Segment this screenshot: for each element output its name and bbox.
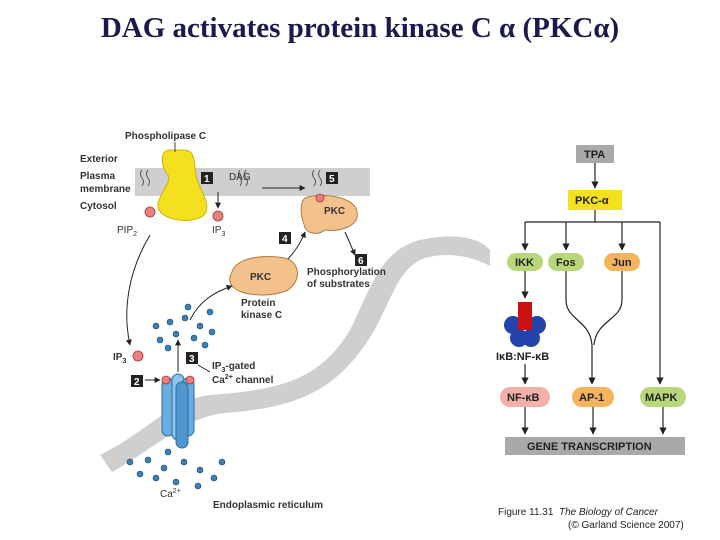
pkc-membrane-label: PKC xyxy=(324,206,345,217)
pkc-at-membrane xyxy=(300,194,358,234)
dag-label: DAG xyxy=(229,172,251,183)
fos-label: Fos xyxy=(556,257,576,269)
right-pathway: TPA PKC-α IKK Fos Jun IκB:NF-κB xyxy=(496,145,686,455)
ap1-box xyxy=(572,387,614,407)
page-title: DAG activates protein kinase C α (PKCα) xyxy=(100,12,620,44)
pkc-cytosolic xyxy=(229,256,298,296)
cytosol-label: Cytosol xyxy=(80,201,117,212)
gene-transcription-box xyxy=(505,437,685,455)
tpa-label: TPA xyxy=(584,149,605,161)
ca-channel-label: Ca2+ channel xyxy=(212,374,274,386)
step-4-box xyxy=(279,232,291,244)
pkc-cytosol-label: PKC xyxy=(250,272,271,283)
nfkb-box xyxy=(500,387,550,407)
book-title: The Biology of Cancer xyxy=(558,507,658,518)
gene-transcription-label: GENE TRANSCRIPTION xyxy=(527,441,652,453)
membrane-label: membrane xyxy=(80,184,131,195)
phospholipase-c-label: Phospholipase C xyxy=(125,131,206,142)
phospholipase-c-enzyme xyxy=(157,149,208,221)
ip3-gated-label: IP3-gated xyxy=(212,361,255,374)
ip3-label-top: IP3 xyxy=(212,225,225,238)
ip3-label-mid: IP3 xyxy=(113,352,126,365)
ip3-molecule-top xyxy=(212,210,224,222)
jun-box xyxy=(604,253,640,271)
calcium-ions xyxy=(126,303,226,490)
plasma-label: Plasma xyxy=(80,171,115,182)
exterior-label: Exterior xyxy=(80,154,118,165)
step-2-number: 2 xyxy=(134,377,140,388)
jun-label: Jun xyxy=(612,257,632,269)
ip3-bound-1 xyxy=(161,375,171,385)
step-1-number: 1 xyxy=(204,174,210,185)
ip3-gated-channel xyxy=(161,373,195,449)
mapk-box xyxy=(640,387,686,407)
step-1-box xyxy=(201,172,213,184)
pkc-alpha-label: PKC-α xyxy=(575,195,609,207)
step-2-box xyxy=(131,375,143,387)
er-membrane xyxy=(100,236,490,472)
step-4-number: 4 xyxy=(282,234,288,245)
lipid-tails xyxy=(140,169,322,187)
fos-box xyxy=(548,253,584,271)
mapk-label: MAPK xyxy=(645,392,677,404)
er-label: Endoplasmic reticulum xyxy=(213,500,323,511)
pip2-label: PIP2 xyxy=(117,225,137,238)
figure-caption: Figure 11.31 The Biology of Cancer (© Ga… xyxy=(498,506,684,532)
ap1-label: AP-1 xyxy=(579,392,604,404)
tpa-box xyxy=(576,145,614,163)
of-substrates-label: of substrates xyxy=(307,279,370,290)
pkc-alpha-box xyxy=(568,190,622,210)
publisher: (© Garland Science 2007) xyxy=(568,520,684,531)
step-5-number: 5 xyxy=(329,174,335,185)
step-3-box xyxy=(186,352,198,364)
ca-label-bottom: Ca2+ xyxy=(160,488,181,500)
ikb-nfkb-label: IκB:NF-κB xyxy=(496,351,549,363)
ip3-bound-2 xyxy=(185,375,195,385)
ikb-nfkb-complex xyxy=(504,302,546,347)
pkc-bound-lipid xyxy=(315,193,325,203)
nfkb-label: NF-κB xyxy=(507,392,539,404)
pip2-headgroup xyxy=(144,206,156,218)
step-3-number: 3 xyxy=(189,354,195,365)
step-5-box xyxy=(326,172,338,184)
ikk-label: IKK xyxy=(515,257,534,269)
ikk-box xyxy=(507,253,543,271)
ip3-molecule-mid xyxy=(132,350,144,362)
step-6-box xyxy=(355,254,367,266)
phosphorylation-label: Phosphorylation xyxy=(307,267,386,278)
figure-number: Figure 11.31 xyxy=(498,507,554,518)
step-6-number: 6 xyxy=(358,256,364,267)
protein-label: Protein xyxy=(241,298,275,309)
kinase-c-label: kinase C xyxy=(241,310,282,321)
